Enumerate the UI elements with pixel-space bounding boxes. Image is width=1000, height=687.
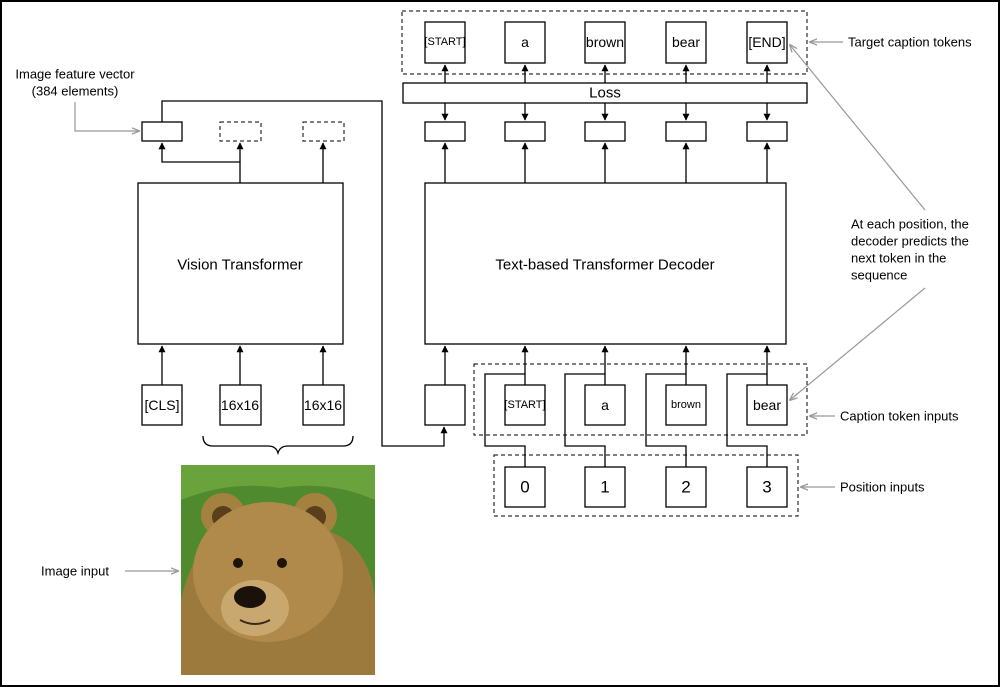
feature-vector-label-line1: Image feature vector <box>15 67 135 82</box>
caption-inputs-label: Caption token inputs <box>840 409 959 424</box>
vit-input-patch-1: 16x16 <box>219 384 262 426</box>
vit-input-cls: [CLS] <box>141 384 183 426</box>
vit-input-label: 16x16 <box>221 397 259 413</box>
caption-input-label: a <box>601 397 609 413</box>
target-token-label: brown <box>586 34 624 50</box>
decoder-output-2 <box>584 121 626 142</box>
target-token-4: [END] <box>746 21 788 64</box>
position-input-3: 3 <box>746 466 788 508</box>
target-token-3: bear <box>665 21 707 64</box>
target-token-0: [START] <box>424 21 466 64</box>
bear-image <box>181 465 375 675</box>
caption-inputs-group <box>473 363 808 436</box>
decoder-predicts-line2: decoder predicts the <box>851 234 969 249</box>
annotation-image-input: Image input <box>41 564 178 579</box>
decoder-predicts-line4: sequence <box>851 268 907 283</box>
annotation-target-caption: Target caption tokens <box>810 35 972 50</box>
loss-to-output-arrows <box>441 103 771 121</box>
image-feature-input-box <box>424 384 466 426</box>
vit-output-arrows <box>158 142 327 183</box>
vit-input-label: 16x16 <box>304 397 342 413</box>
decoder-output-3 <box>665 121 707 142</box>
decoder-output-1 <box>504 121 546 142</box>
position-input-label: 0 <box>520 478 529 497</box>
annotation-position-inputs: Position inputs <box>801 480 925 495</box>
decoder-to-output-arrows <box>441 142 771 183</box>
loss-bar: Loss <box>402 82 808 104</box>
loss-to-target-arrows <box>441 64 771 83</box>
image-feature-box <box>141 121 183 142</box>
target-caption-label: Target caption tokens <box>848 35 972 50</box>
caption-input-0: [START] <box>504 384 546 426</box>
vision-transformer-block: Vision Transformer <box>137 182 344 345</box>
vit-input-arrows <box>158 345 327 385</box>
position-input-2: 2 <box>665 466 707 508</box>
decoder-label: Text-based Transformer Decoder <box>495 257 714 274</box>
vit-input-label: [CLS] <box>144 397 179 413</box>
feature-vector-label-line2: (384 elements) <box>32 84 119 99</box>
decoder-block: Text-based Transformer Decoder <box>424 182 787 345</box>
caption-input-label: bear <box>753 397 781 413</box>
target-tokens-group <box>401 10 808 75</box>
annotation-feature-vector: Image feature vector (384 elements) <box>15 67 139 132</box>
vit-output-dashed-2 <box>302 121 345 142</box>
caption-input-1: a <box>584 384 626 426</box>
annotation-decoder-predicts: At each position, the decoder predicts t… <box>790 45 969 400</box>
decoder-output-0 <box>424 121 466 142</box>
feature-vector-route <box>161 100 448 447</box>
caption-input-3: bear <box>746 384 788 426</box>
position-input-label: 1 <box>600 478 609 497</box>
target-token-1: a <box>504 21 546 64</box>
caption-input-label: brown <box>671 399 701 411</box>
patch-brace <box>202 435 354 456</box>
decoder-output-4 <box>746 121 788 142</box>
decoder-output-boxes <box>424 121 788 142</box>
decoder-predicts-line1: At each position, the <box>851 217 969 232</box>
position-input-label: 3 <box>762 478 771 497</box>
vit-label: Vision Transformer <box>177 257 303 274</box>
caption-input-2: brown <box>665 384 707 426</box>
position-input-0: 0 <box>504 466 546 508</box>
target-token-label: bear <box>672 34 700 50</box>
image-input-label: Image input <box>41 564 109 579</box>
target-token-label: [END] <box>748 34 785 50</box>
token-position-wires <box>484 345 771 467</box>
position-inputs-label: Position inputs <box>840 480 925 495</box>
vit-output-dashed-1 <box>219 121 262 142</box>
loss-label: Loss <box>589 85 621 102</box>
vit-input-patch-2: 16x16 <box>302 384 345 426</box>
caption-input-label: [START] <box>504 399 545 411</box>
position-input-1: 1 <box>584 466 626 508</box>
position-input-label: 2 <box>681 478 690 497</box>
target-token-label: a <box>521 34 529 50</box>
target-token-label: [START] <box>424 36 465 48</box>
annotation-caption-inputs: Caption token inputs <box>810 409 959 424</box>
target-token-2: brown <box>584 21 626 64</box>
decoder-predicts-line3: next token in the <box>851 251 946 266</box>
